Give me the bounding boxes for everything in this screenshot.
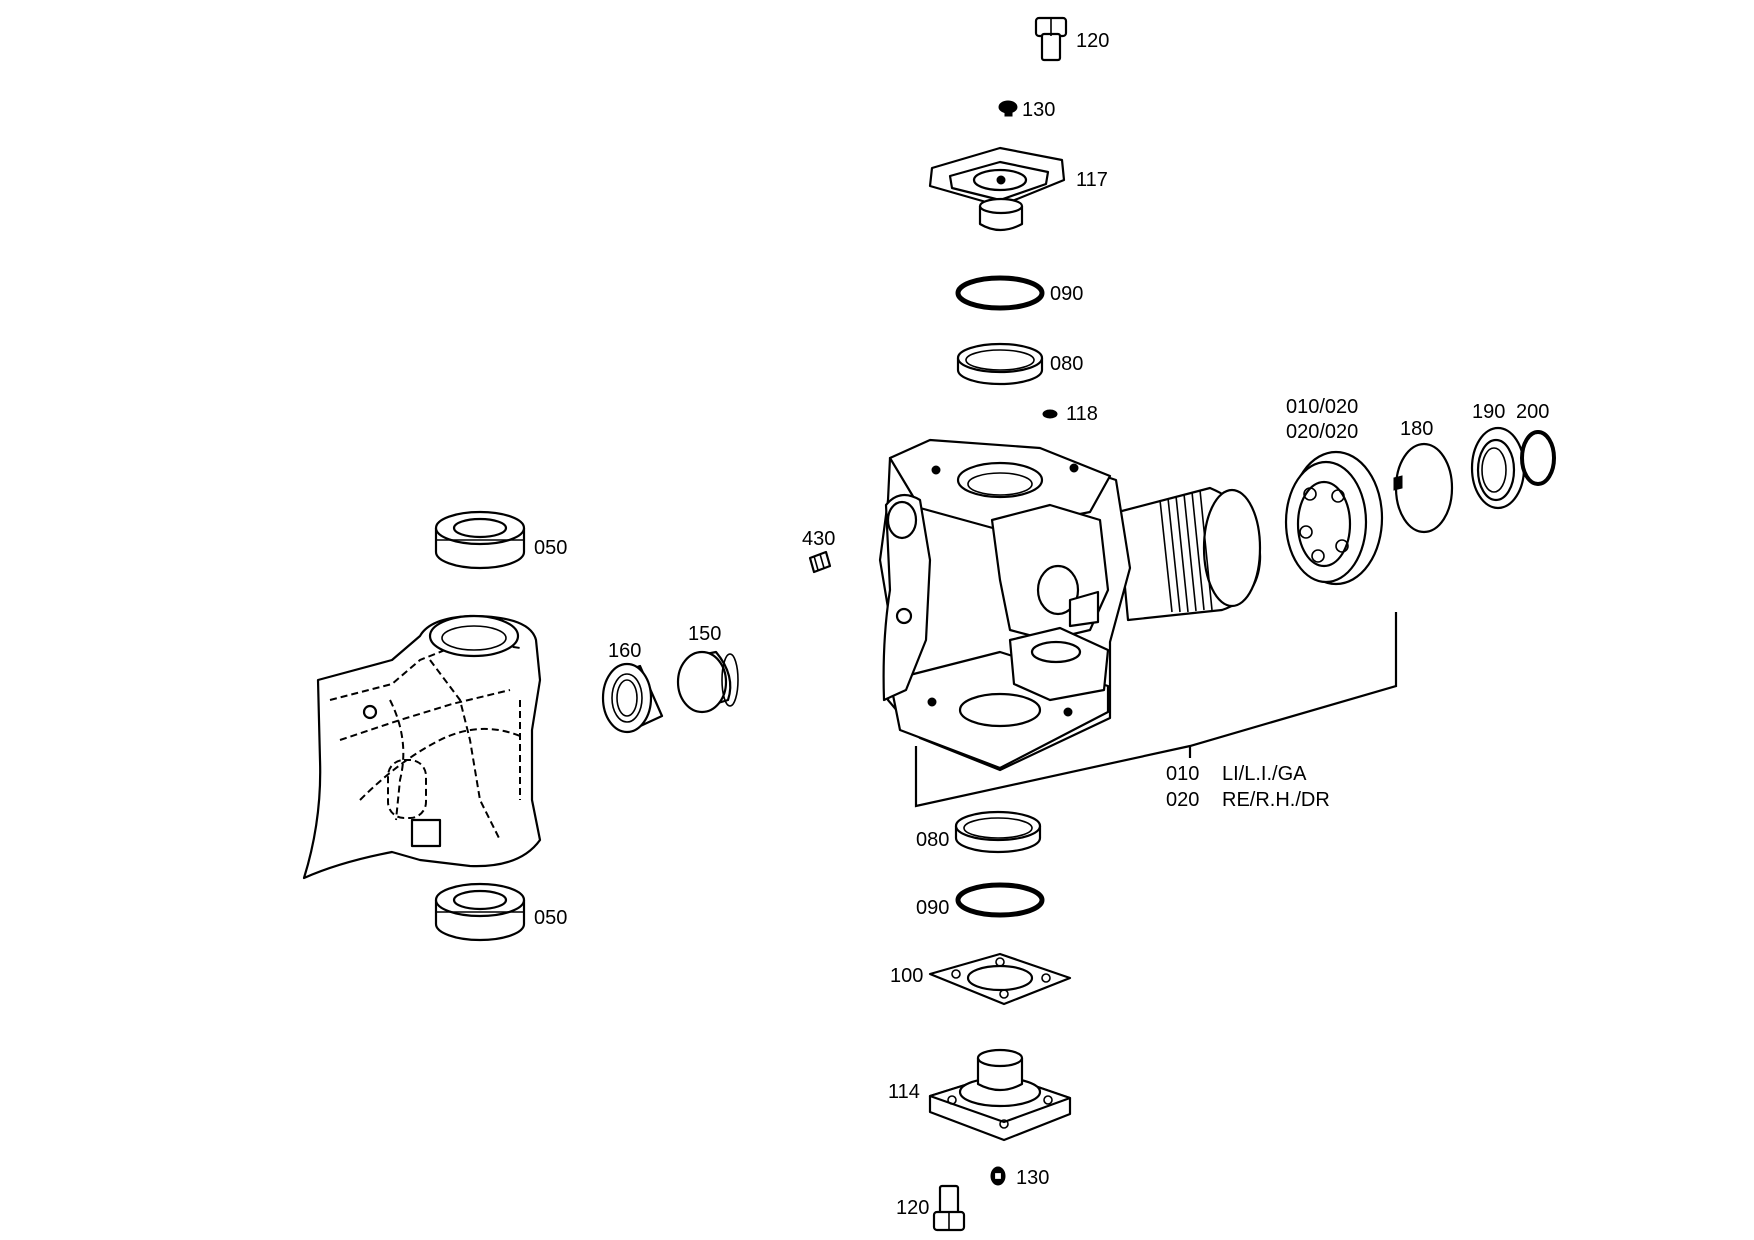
bolt-120-top	[1034, 16, 1068, 62]
bearing-050-bottom	[434, 882, 526, 942]
legend-code-010: 010	[1166, 763, 1199, 785]
label-010-020: 010/020	[1286, 396, 1358, 418]
label-100: 100	[890, 965, 923, 987]
label-090-top: 090	[1050, 283, 1083, 305]
o-ring-090-bottom	[955, 882, 1045, 918]
label-118: 118	[1066, 403, 1098, 425]
ring-080-top	[956, 342, 1044, 386]
steering-knuckle-housing	[878, 438, 1262, 772]
cover-114	[928, 1048, 1072, 1142]
label-050-bottom: 050	[534, 907, 567, 929]
label-150: 150	[688, 623, 721, 645]
ring-080-bottom	[954, 810, 1042, 854]
label-430: 430	[802, 528, 835, 550]
label-117: 117	[1076, 169, 1108, 191]
label-180: 180	[1400, 418, 1433, 440]
label-114: 114	[888, 1081, 920, 1103]
gasket-100	[928, 952, 1072, 1006]
label-130-bottom: 130	[1016, 1167, 1049, 1189]
label-130-top: 130	[1022, 99, 1055, 121]
legend-code-020: 020	[1166, 789, 1199, 811]
label-090-bottom: 090	[916, 897, 949, 919]
label-020-020: 020/020	[1286, 421, 1358, 443]
hub-ring-010-020	[1284, 450, 1384, 586]
legend-text-020: RE/R.H./DR	[1222, 789, 1330, 811]
screw-430	[808, 550, 832, 574]
label-120-bottom: 120	[896, 1197, 929, 1219]
bearing-050-top	[434, 510, 526, 570]
plug-118	[1042, 409, 1058, 419]
o-ring-090-top	[955, 275, 1045, 311]
bushing-150	[676, 650, 739, 714]
label-080-top: 080	[1050, 353, 1083, 375]
label-080-bottom: 080	[916, 829, 949, 851]
snap-ring-200	[1520, 430, 1556, 486]
group-bracket-010-020	[914, 612, 1398, 808]
label-120-top: 120	[1076, 30, 1109, 52]
bearing-cup-160	[601, 662, 664, 734]
label-050-top: 050	[534, 537, 567, 559]
shim-disc-180	[1393, 442, 1454, 534]
bolt-120-bottom	[932, 1184, 966, 1232]
legend-text-010: LI/L.I./GA	[1222, 763, 1307, 785]
seal-ring-190	[1470, 426, 1526, 510]
axle-housing-phantom	[302, 614, 542, 880]
screw-130-bottom	[990, 1166, 1006, 1186]
label-190: 190	[1472, 401, 1505, 423]
label-200: 200	[1516, 401, 1549, 423]
screw-130-top	[998, 100, 1018, 117]
cover-117	[928, 146, 1066, 232]
label-160: 160	[608, 640, 641, 662]
